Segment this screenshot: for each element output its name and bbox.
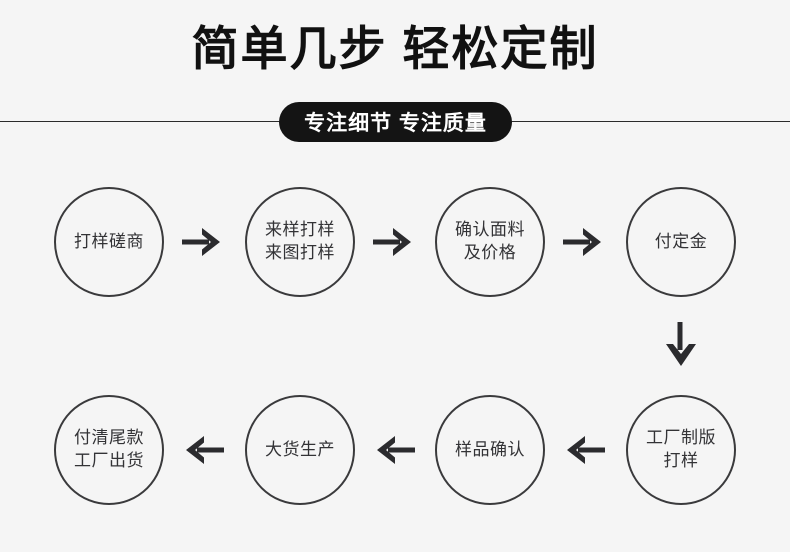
arrow-left-icon [182,434,224,466]
flow-step-4-label: 付定金 [654,231,708,251]
arrow-right-icon [373,226,415,258]
arrow-left-icon [563,434,605,466]
flow-step-8: 付清尾款 工厂出货 [54,395,164,505]
flow-step-3: 确认面料 及价格 [435,187,545,297]
flow-step-2-label: 来样打样 来图打样 [265,220,335,262]
flow-step-1: 打样磋商 [54,187,164,297]
flow-step-3-label: 确认面料 及价格 [455,220,525,262]
flow-step-7-label: 大货生产 [265,439,335,459]
page-title: 简单几步 轻松定制 [191,22,599,75]
flow-step-6-label: 样品确认 [455,439,525,459]
flow-step-4: 付定金 [626,187,736,297]
subtitle-badge: 专注细节 专注质量 [279,102,512,142]
arrow-right-icon [182,226,224,258]
subtitle-badge-label: 专注细节 专注质量 [304,112,487,135]
flow-step-7: 大货生产 [245,395,355,505]
arrow-left-icon [373,434,415,466]
flow-step-5-label: 工厂制版 打样 [646,428,716,470]
arrow-down-icon [663,322,699,370]
flow-step-6: 样品确认 [435,395,545,505]
flow-step-1-label: 打样磋商 [74,231,144,251]
flow-step-5: 工厂制版 打样 [626,395,736,505]
flow-step-2: 来样打样 来图打样 [245,187,355,297]
flow-step-8-label: 付清尾款 工厂出货 [74,428,144,470]
arrow-right-icon [563,226,605,258]
